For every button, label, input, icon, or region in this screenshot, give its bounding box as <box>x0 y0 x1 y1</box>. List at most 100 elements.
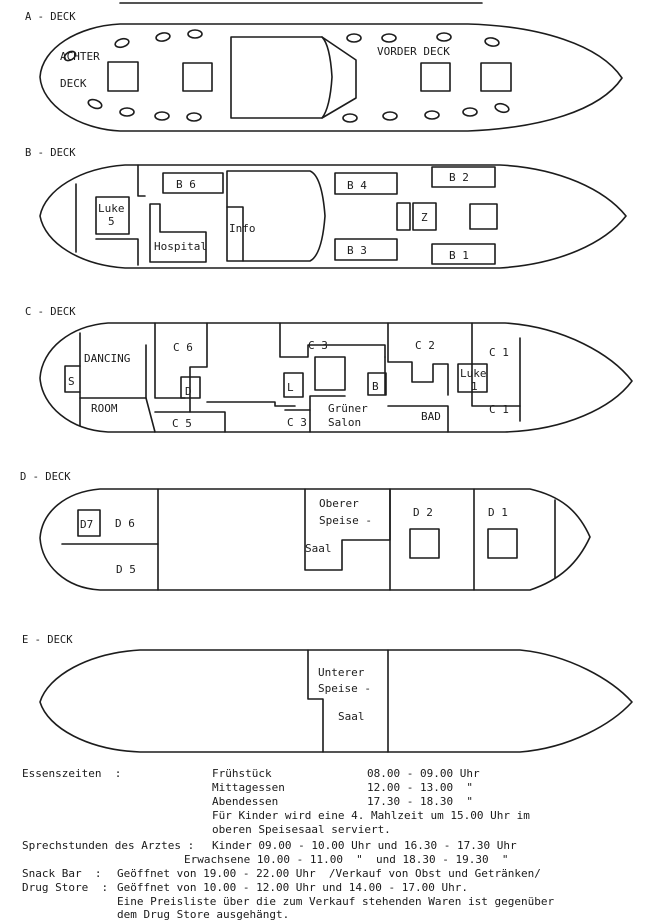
d-deck-d5-label: D 5 <box>116 563 136 576</box>
c-deck-c1-lower-label: C 1 <box>489 403 509 416</box>
b-deck-luke-number: 5 <box>108 215 115 228</box>
c-deck-b-label: B <box>372 380 379 393</box>
b-deck-info-label: Info <box>229 222 256 235</box>
b-deck-b3-label: B 3 <box>347 244 367 257</box>
c-deck-c5-label: C 5 <box>172 417 192 430</box>
b-deck-room-b6 <box>162 172 224 194</box>
b-deck-box <box>396 202 411 231</box>
c-deck-plan: DANCING S ROOM C 6 D C 5 C 3 L C 3 Grüne… <box>39 322 633 433</box>
snack-bar-label: Snack Bar : <box>22 867 102 880</box>
c-deck-luke-1 <box>457 363 488 393</box>
c-deck-salon-label: Salon <box>328 416 361 429</box>
preisliste-line-1: Eine Preisliste über die zum Verkauf ste… <box>117 895 555 908</box>
c-deck-title: C - DECK <box>25 306 76 318</box>
c-deck-bad-label: BAD <box>421 410 441 423</box>
arzt-kinder-hours: Kinder 09.00 - 10.00 Uhr und 16.30 - 17.… <box>212 839 517 852</box>
c-deck-luke-label: Luke <box>460 367 487 380</box>
a-deck-superstructure <box>230 36 333 119</box>
c-deck-luke-number: 1 <box>471 380 478 393</box>
a-deck-hatch <box>182 62 213 92</box>
c-deck-c3-lower-label: C 3 <box>287 416 307 429</box>
e-deck-saal-label: Saal <box>338 710 365 723</box>
kinder-note-line-1: Für Kinder wird eine 4. Mahlzeit um 15.0… <box>212 809 530 822</box>
mittagessen-label: Mittagessen <box>212 781 285 794</box>
d-deck-d2-label: D 2 <box>413 506 433 519</box>
c-deck-s-label: S <box>68 375 75 388</box>
essenszeiten-label: Essenszeiten : <box>22 767 122 780</box>
c-deck-s-room <box>64 365 81 393</box>
c-deck-gruener-label: Grüner <box>328 402 368 415</box>
d-deck-plan: D7 D 6 D 5 Oberer Speise - Saal D 2 D 1 <box>39 488 591 591</box>
c-deck-l-label: L <box>287 381 294 394</box>
a-deck-achter-label: ACHTER <box>60 50 100 63</box>
mittagessen-time: 12.00 - 13.00 " <box>367 781 473 794</box>
d-deck-speise-label: Speise - <box>319 514 372 527</box>
abendessen-label: Abendessen <box>212 795 279 808</box>
c-deck-d-label: D <box>185 385 192 398</box>
d-deck-hull <box>39 488 591 591</box>
c-deck-room-label: ROOM <box>91 402 118 415</box>
a-deck-hatch <box>480 62 512 92</box>
c-deck-c1-label: C 1 <box>489 346 509 359</box>
b-deck-room-z <box>412 202 437 231</box>
arzt-erwachsene-hours: Erwachsene 10.00 - 11.00 " und 18.30 - 1… <box>184 853 509 866</box>
e-deck-unterer-label: Unterer <box>318 666 365 679</box>
b-deck-hospital-label: Hospital <box>154 240 207 253</box>
b-deck-superstructure <box>226 170 326 262</box>
d-deck-d7-label: D7 <box>80 518 93 531</box>
b-deck-b6-label: B 6 <box>176 178 196 191</box>
b-deck-hospital <box>149 203 207 263</box>
preisliste-line-2: dem Drug Store ausgehängt. <box>117 908 290 921</box>
d-deck-d6-label: D 6 <box>115 517 135 530</box>
d-deck-d7-room <box>77 509 101 537</box>
c-deck-d-room <box>180 376 201 399</box>
c-deck-dancing-label: DANCING <box>84 352 130 365</box>
c-deck-b-room <box>367 372 387 396</box>
d-deck-hatch <box>487 528 518 559</box>
a-deck-hatch <box>420 62 451 92</box>
d-deck-title: D - DECK <box>20 471 71 483</box>
abendessen-time: 17.30 - 18.30 " <box>367 795 473 808</box>
b-deck-luke-5 <box>95 196 130 235</box>
a-deck-plan: ACHTER DECK VORDER DECK <box>39 23 623 132</box>
b-deck-b2-label: B 2 <box>449 171 469 184</box>
c-deck-bad-room <box>387 405 449 433</box>
c-deck-c3-label: C 3 <box>308 339 328 352</box>
e-deck-plan: Unterer Speise - Saal <box>39 649 633 753</box>
e-deck-title: E - DECK <box>22 634 73 646</box>
a-deck-bridge <box>321 36 357 119</box>
d-deck-d1-label: D 1 <box>488 506 508 519</box>
a-deck-vorder-label: VORDER DECK <box>377 45 450 58</box>
a-deck-achter-label-2: DECK <box>60 77 87 90</box>
a-deck-hull <box>39 23 623 132</box>
b-deck-b1-label: B 1 <box>449 249 469 262</box>
drug-store-label: Drug Store : <box>22 881 109 894</box>
snack-bar-text: Geöffnet von 19.00 - 22.00 Uhr /Verkauf … <box>117 867 541 880</box>
b-deck-luke-label: Luke <box>98 202 125 215</box>
b-deck-hatch <box>469 203 498 230</box>
b-deck-room-b1 <box>431 243 496 265</box>
e-deck-hull <box>39 649 633 753</box>
b-deck-plan: Luke 5 B 6 Hospital Info B 4 B 3 B 2 B 1… <box>39 164 627 269</box>
c-deck-hull <box>39 322 633 433</box>
b-deck-z-label: Z <box>421 211 428 224</box>
b-deck-hull <box>39 164 627 269</box>
a-deck-hatch <box>107 61 139 92</box>
a-deck-title: A - DECK <box>25 11 76 23</box>
b-deck-room-b4 <box>334 172 398 195</box>
a-deck-portholes <box>63 29 510 123</box>
b-deck-room-b3 <box>334 238 398 261</box>
c-deck-c5-room <box>154 411 226 433</box>
e-deck-speise-label: Speise - <box>318 682 371 695</box>
arzt-label: Sprechstunden des Arztes : <box>22 839 195 852</box>
d-deck-saal-label: Saal <box>305 542 332 555</box>
c-deck-c6-label: C 6 <box>173 341 193 354</box>
c-deck-c2-label: C 2 <box>415 339 435 352</box>
d-deck-hatch <box>409 528 440 559</box>
b-deck-title: B - DECK <box>25 147 76 159</box>
c-deck-l-room <box>283 372 304 398</box>
b-deck-b4-label: B 4 <box>347 179 367 192</box>
drug-store-text: Geöffnet von 10.00 - 12.00 Uhr und 14.00… <box>117 881 468 894</box>
e-deck-saal-left <box>307 649 324 753</box>
